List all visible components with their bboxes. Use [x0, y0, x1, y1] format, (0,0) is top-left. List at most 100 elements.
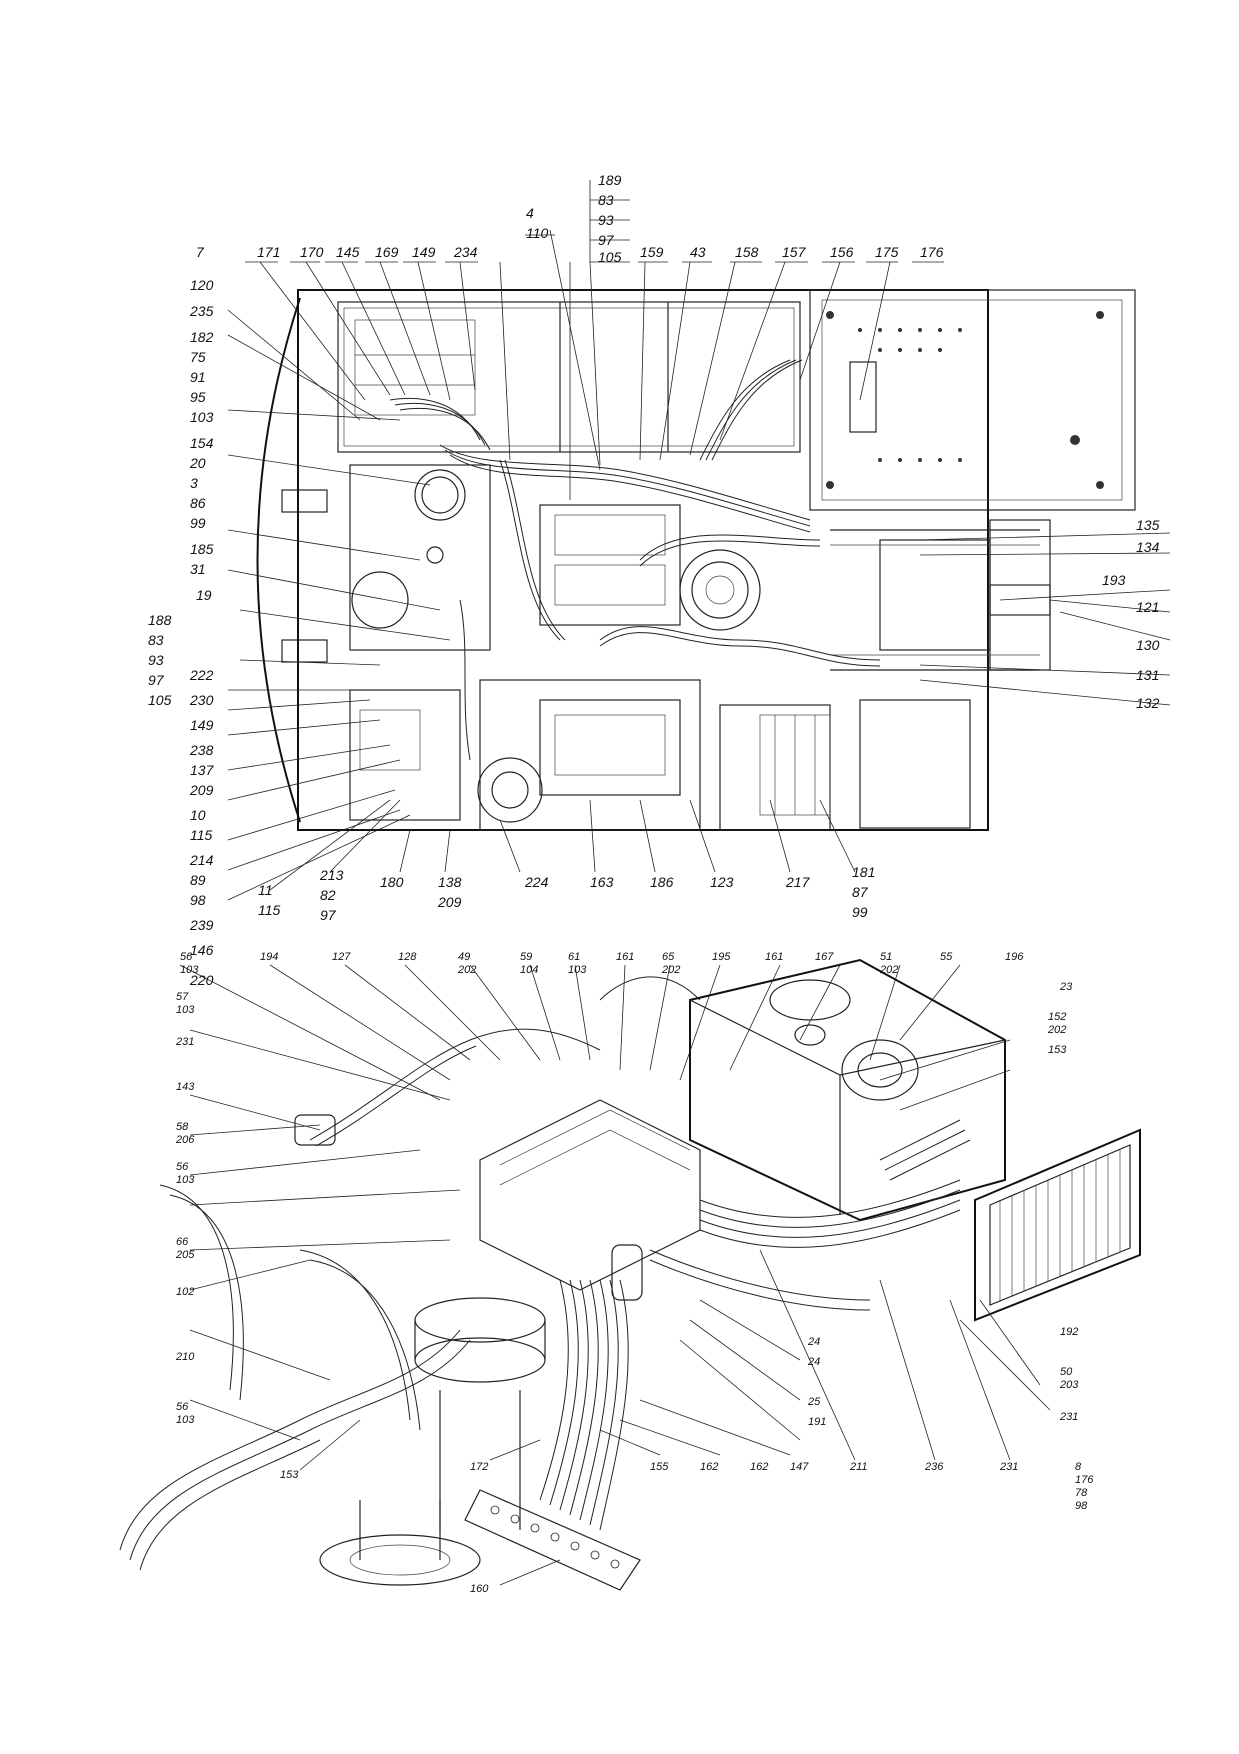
isometric-view: [119, 958, 1141, 1591]
radiator-dots: [826, 311, 1104, 489]
callout-138: 138: [438, 874, 462, 890]
iso-callout-162: 162: [700, 1461, 718, 1473]
callout-99b: 99: [852, 904, 868, 920]
callout-121: 121: [1136, 599, 1159, 615]
iso-callout-161: 161: [616, 951, 634, 963]
callout-213: 213: [319, 867, 344, 883]
callout-185: 185: [190, 541, 214, 557]
callout-145: 145: [336, 244, 360, 260]
callout-217: 217: [785, 874, 811, 890]
callout-135: 135: [1136, 517, 1160, 533]
iso-callout-162b: 162: [750, 1461, 768, 1473]
callout-131: 131: [1136, 667, 1159, 683]
iso-callout-202: 202: [457, 964, 476, 976]
iso-callout-57: 57: [176, 991, 189, 1003]
callout-75: 75: [190, 349, 206, 365]
iso-callout-103c: 103: [176, 1004, 195, 1016]
iso-callout-202b: 202: [661, 964, 680, 976]
iso-callout-210: 210: [175, 1351, 195, 1363]
radiator-fins: [999, 1150, 1121, 1302]
iso-callout-59: 59: [520, 951, 532, 963]
iso-callout-152: 152: [1048, 1011, 1066, 1023]
callout-19: 19: [196, 587, 212, 603]
iso-callout-128: 128: [398, 951, 417, 963]
callout-95: 95: [190, 389, 206, 405]
iso-callout-172: 172: [470, 1461, 488, 1473]
iso-callout-8: 8: [1075, 1461, 1082, 1473]
iso-callout-194: 194: [260, 951, 278, 963]
iso-callout-66: 66: [176, 1236, 189, 1248]
callout-224: 224: [524, 874, 549, 890]
iso-callout-78: 78: [1075, 1487, 1088, 1499]
callout-149b: 149: [190, 717, 214, 733]
iso-callout-24: 24: [807, 1336, 820, 1348]
callout-175: 175: [875, 244, 899, 260]
top-plan-view: [227, 180, 1171, 901]
callout-137: 137: [190, 762, 215, 778]
callout-103: 103: [190, 409, 214, 425]
iso-callout-153b: 153: [280, 1469, 299, 1481]
callout-82: 82: [320, 887, 336, 903]
callout-230: 230: [189, 692, 214, 708]
callout-115b: 115: [258, 902, 281, 918]
iso-callout-102: 102: [176, 1286, 194, 1298]
iso-callout-147: 147: [790, 1461, 809, 1473]
callout-97: 97: [598, 232, 615, 248]
callout-149: 149: [412, 244, 436, 260]
callout-176: 176: [920, 244, 944, 260]
iso-callout-49: 49: [458, 951, 470, 963]
iso-callout-103d: 103: [176, 1174, 195, 1186]
callout-97b: 97: [148, 672, 165, 688]
iso-callout-55: 55: [940, 951, 953, 963]
iso-callout-103: 103: [180, 964, 199, 976]
callout-146: 146: [190, 942, 214, 958]
callout-20: 20: [189, 455, 206, 471]
callout-222: 222: [189, 667, 214, 683]
iso-callout-25: 25: [807, 1396, 821, 1408]
callout-87: 87: [852, 884, 869, 900]
top-view-callouts: 7 171 170 145 169 149 234 4 110 189 83 9…: [148, 172, 1160, 988]
iso-callout-231b: 231: [999, 1461, 1018, 1473]
iso-callout-56c: 56: [176, 1401, 189, 1413]
callout-157: 157: [782, 244, 807, 260]
callout-91: 91: [190, 369, 206, 385]
iso-callout-202c: 202: [879, 964, 898, 976]
callout-98: 98: [190, 892, 206, 908]
callout-115: 115: [190, 827, 213, 843]
callout-159: 159: [640, 244, 664, 260]
iso-callout-191: 191: [808, 1416, 826, 1428]
iso-callout-58: 58: [176, 1121, 189, 1133]
iso-callout-143: 143: [176, 1081, 195, 1093]
iso-callout-51: 51: [880, 951, 892, 963]
iso-callout-103b: 103: [568, 964, 587, 976]
callout-188: 188: [148, 612, 172, 628]
iso-callout-56b: 56: [176, 1161, 189, 1173]
iso-callout-50: 50: [1060, 1366, 1073, 1378]
callout-154: 154: [190, 435, 214, 451]
iso-callout-202d: 202: [1047, 1024, 1066, 1036]
callout-83: 83: [598, 192, 614, 208]
iso-callout-153: 153: [1048, 1044, 1067, 1056]
iso-callout-195: 195: [712, 951, 731, 963]
iso-callout-155: 155: [650, 1461, 669, 1473]
iso-callout-103e: 103: [176, 1414, 195, 1426]
iso-callout-206: 206: [175, 1134, 195, 1146]
callout-93b: 93: [148, 652, 164, 668]
callout-120: 120: [190, 277, 214, 293]
iso-callout-203: 203: [1059, 1379, 1079, 1391]
iso-callout-167: 167: [815, 951, 834, 963]
iso-callout-211: 211: [849, 1461, 868, 1473]
callout-170: 170: [300, 244, 324, 260]
iso-callout-176: 176: [1075, 1474, 1094, 1486]
callout-11: 11: [258, 882, 273, 898]
callout-193: 193: [1102, 572, 1126, 588]
callout-186: 186: [650, 874, 674, 890]
callout-86: 86: [190, 495, 206, 511]
manifold-ports: [490, 1505, 620, 1569]
callout-130: 130: [1136, 637, 1160, 653]
callout-171: 171: [257, 244, 280, 260]
callout-4: 4: [526, 205, 534, 221]
iso-callout-61: 61: [568, 951, 580, 963]
iso-callout-160: 160: [470, 1583, 489, 1595]
